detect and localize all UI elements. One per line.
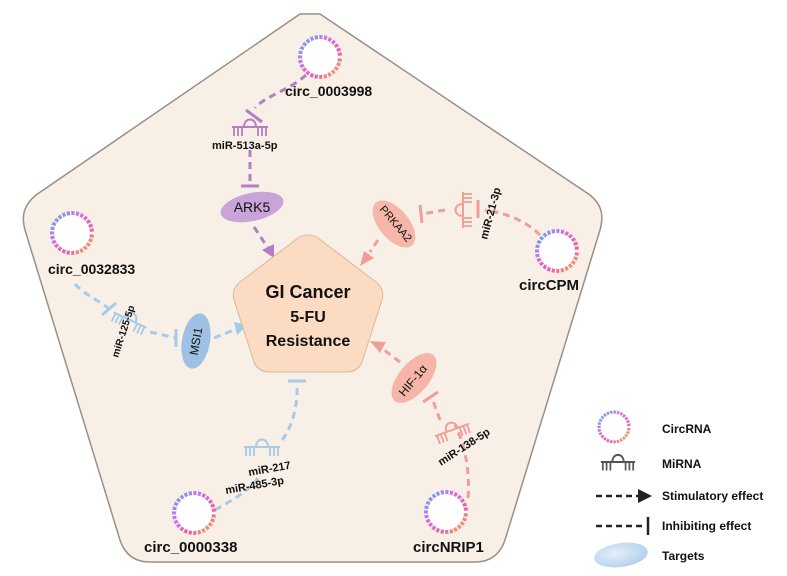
edge-cnrip1-mir138 [453, 424, 470, 499]
circrna-ring-icon [424, 490, 468, 534]
legend-circrna-icon [597, 410, 631, 444]
inhibit-bar-mir513 [245, 108, 263, 124]
edge-msi1-center [213, 328, 235, 340]
legend-label-inhib: Inhibiting effect [662, 519, 751, 533]
circrna-label-ccpm: circCPM [519, 277, 579, 294]
center-pentagon [232, 234, 384, 373]
target-msi1 [181, 313, 211, 369]
circrna-label-c0032833: circ_0032833 [48, 261, 135, 277]
edge-c0000338-mir217 [214, 477, 260, 512]
inhibit-bar-prkaa2 [418, 204, 424, 224]
legend: CircRNA MiRNA Stimulatory effect Inhibit… [594, 410, 763, 568]
legend-label-targets: Targets [662, 549, 705, 563]
target-ark5 [220, 191, 284, 223]
edge-mir138-hif [430, 397, 442, 421]
circrna-ring-icon [535, 229, 579, 273]
mirna-label-m513: miR-513a-5p [212, 140, 278, 152]
legend-target-icon [594, 542, 648, 568]
edge-prkaa2-center [368, 239, 380, 253]
center-title: GI Cancer [265, 282, 350, 302]
edge-ark5-center [252, 226, 270, 249]
inhibit-bar-hif [422, 390, 439, 404]
circrna-ring-icon [172, 491, 216, 535]
arrow-prkaa2-center [360, 251, 374, 266]
center-sub1: 5-FU [290, 309, 326, 326]
edge-hif-center [383, 348, 401, 364]
circrna-label-c0003998: circ_0003998 [285, 83, 372, 99]
target-prkaa2 [372, 200, 416, 248]
legend-mirna-icon [599, 453, 637, 472]
center-sub2: Resistance [266, 333, 351, 350]
legend-label-stim: Stimulatory effect [662, 489, 763, 503]
edge-mir217-center [280, 384, 299, 441]
circrna-ring-icon [50, 211, 94, 255]
target-label-ark5: ARK5 [234, 199, 271, 215]
circrna-ring-icon [298, 35, 342, 79]
circrna-label-cnrip1: circNRIP1 [413, 539, 484, 556]
target-hif1a [391, 353, 437, 403]
arrow-hif-center [370, 341, 386, 353]
legend-stim-arrow [638, 489, 652, 503]
edge-c0003998-mir513 [253, 73, 308, 110]
edge-ccpm-mir21 [484, 208, 542, 237]
target-label-msi1: MSI1 [187, 326, 206, 356]
arrow-ark5-center [262, 244, 274, 258]
circrna-label-c0000338: circ_0000338 [144, 539, 237, 556]
inhibit-bar-mir125 [101, 301, 117, 317]
legend-label-circrna: CircRNA [662, 422, 712, 436]
edge-mir125-msi1 [149, 330, 177, 340]
edge-mir21-prkaa2 [421, 208, 446, 216]
legend-label-mirna: MiRNA [662, 457, 702, 471]
edge-c0032833-mir125 [73, 282, 109, 310]
